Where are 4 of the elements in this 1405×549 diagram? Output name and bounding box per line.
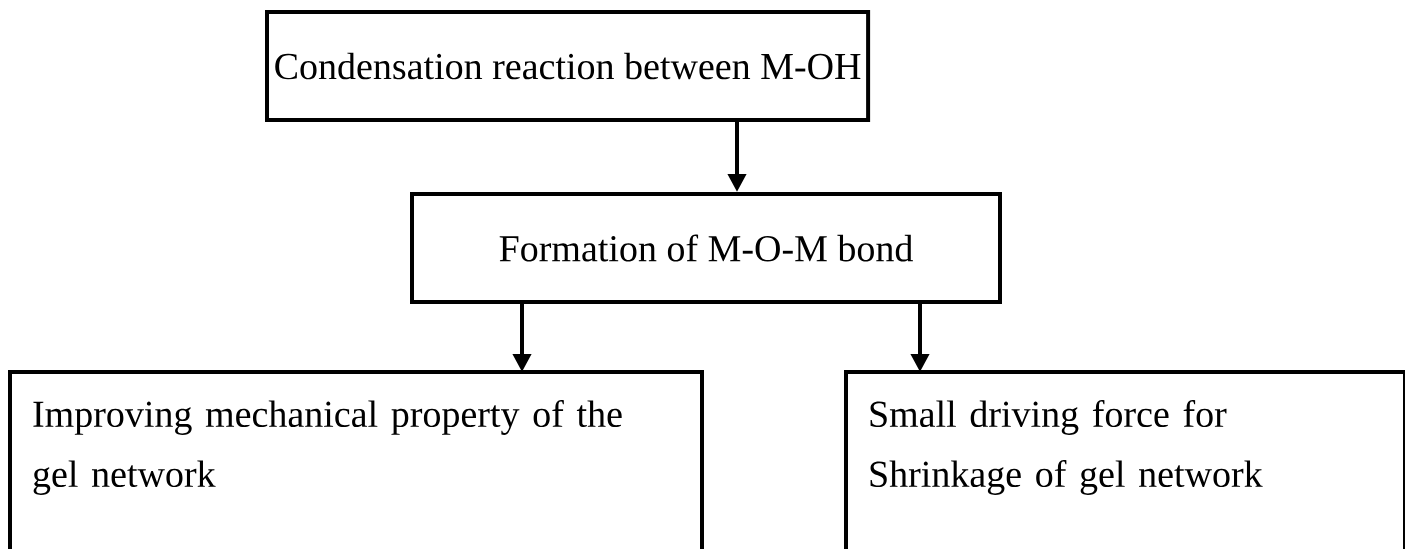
process-box: Improving mechanical property of the gel network [8, 370, 704, 549]
process-box: Formation of M-O-M bond [410, 192, 1002, 304]
process-box: Small driving force for Shrinkage of gel network [844, 370, 1405, 549]
process-box: Condensation reaction between M-OH [265, 10, 871, 122]
